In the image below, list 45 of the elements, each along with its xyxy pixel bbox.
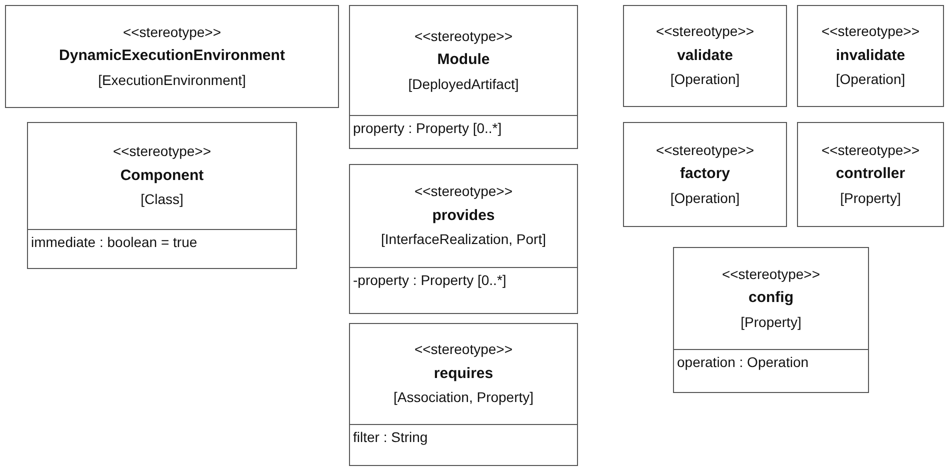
attribute-text: filter : String: [353, 429, 429, 446]
stereotype-box: [797, 5, 944, 107]
metaclass-label: [Operation]: [836, 71, 906, 89]
stereotype-label: <<stereotype>>: [414, 341, 513, 359]
metaclass-label: [Property]: [840, 190, 901, 208]
stereotype-label: <<stereotype>>: [414, 183, 513, 201]
stereotype-box: [27, 122, 297, 269]
stereotype-box: [623, 122, 787, 227]
stereotype-box: [5, 5, 339, 108]
stereotype-label: <<stereotype>>: [656, 23, 754, 41]
stereotype-box: [349, 323, 578, 466]
stereotype-label: <<stereotype>>: [821, 142, 920, 160]
stereotype-label: <<stereotype>>: [722, 266, 820, 284]
stereotype-name: DynamicExecutionEnvironment: [59, 47, 285, 66]
metaclass-label: [Operation]: [670, 71, 740, 89]
metaclass-label: [DeployedArtifact]: [408, 76, 519, 94]
stereotype-label: <<stereotype>>: [821, 23, 920, 41]
stereotype-name: factory: [680, 165, 730, 184]
stereotype-box: [673, 247, 869, 393]
stereotype-name: provides: [432, 206, 495, 226]
stereotype-name: Module: [437, 51, 490, 70]
stereotype-name: validate: [677, 46, 733, 66]
stereotype-box: [797, 122, 944, 227]
attribute-text: operation : Operation: [677, 354, 810, 372]
stereotype-box: [623, 5, 787, 107]
stereotype-name: Component: [120, 166, 204, 186]
metaclass-label: [Association, Property]: [393, 389, 534, 407]
stereotype-label: <<stereotype>>: [656, 142, 754, 160]
metaclass-label: [Property]: [740, 314, 802, 332]
attribute-text: property : Property [0..*]: [353, 120, 503, 138]
stereotype-name: requires: [434, 364, 494, 384]
stereotype-box: [349, 164, 578, 314]
metaclass-label: [ExecutionEnvironment]: [98, 72, 246, 90]
stereotype-name: controller: [836, 165, 906, 184]
stereotype-label: <<stereotype>>: [122, 24, 222, 42]
metaclass-label: [Operation]: [670, 190, 740, 208]
stereotype-box: [349, 5, 578, 149]
stereotype-label: <<stereotype>>: [112, 143, 212, 161]
attribute-text: -property : Property [0..*]: [353, 272, 508, 290]
metaclass-label: [Class]: [140, 191, 184, 209]
stereotype-name: invalidate: [836, 46, 906, 66]
stereotype-label: <<stereotype>>: [414, 28, 513, 46]
attribute-text: immediate : boolean = true: [31, 234, 198, 252]
stereotype-name: config: [748, 289, 794, 308]
metaclass-label: [InterfaceRealization, Port]: [381, 231, 546, 249]
